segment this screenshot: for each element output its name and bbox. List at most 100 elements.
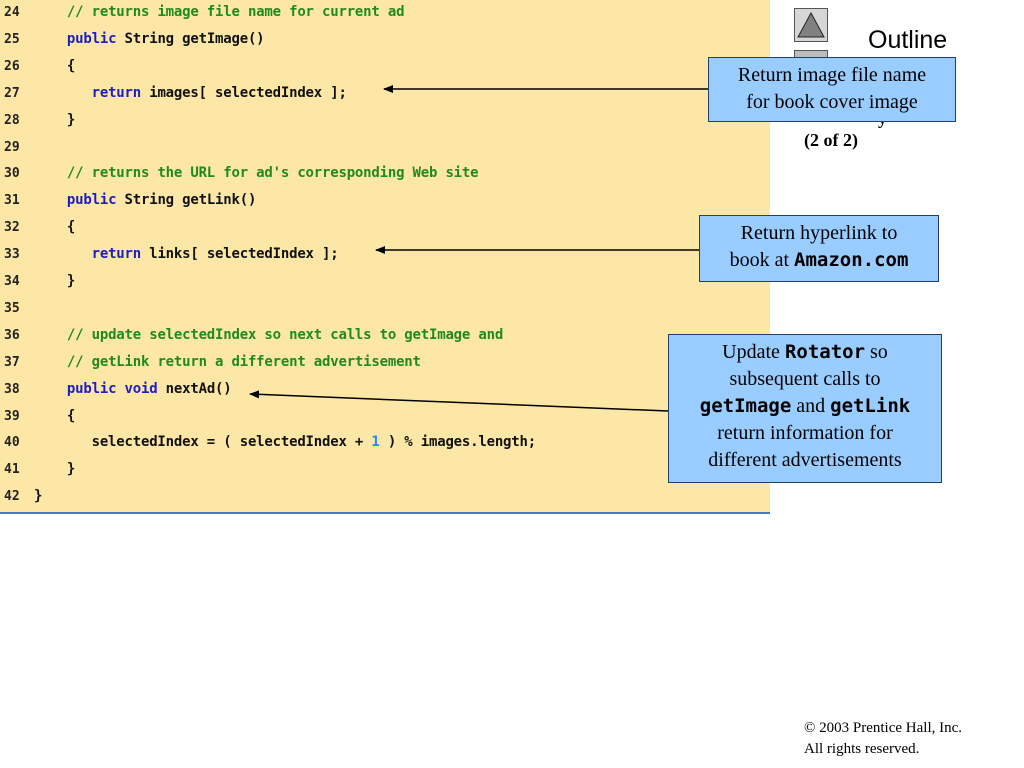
- code-line: 34 }: [0, 269, 770, 296]
- code-token: }: [34, 111, 76, 128]
- code-token: links[ selectedIndex ];: [140, 246, 339, 263]
- code-keyword: return: [91, 84, 142, 101]
- code-text: // getLink return a different advertisem…: [34, 354, 421, 370]
- code-token: }: [34, 461, 76, 478]
- code-token: [34, 381, 67, 397]
- code-line: 40 selectedIndex = ( selectedIndex + 1 )…: [0, 430, 770, 457]
- code-text: public void nextAd(): [34, 381, 232, 397]
- code-text: // returns the URL for ad's correspondin…: [34, 165, 479, 182]
- callout-line: return information for: [717, 422, 893, 444]
- code-line: 30 // returns the URL for ad's correspon…: [0, 161, 770, 188]
- code-token: [34, 85, 92, 101]
- callout-code: getImage: [699, 395, 792, 417]
- code-text: // update selectedIndex so next calls to…: [34, 327, 503, 343]
- code-text: return links[ selectedIndex ];: [34, 246, 339, 263]
- triangle-up-icon: [797, 11, 825, 38]
- outline-title[interactable]: Outline: [868, 26, 948, 54]
- code-token: nextAd(): [157, 380, 232, 397]
- code-text: public String getImage(): [34, 30, 265, 47]
- line-number: 30: [4, 166, 20, 182]
- callout-text: and: [791, 395, 831, 417]
- copyright-line: © 2003 Prentice Hall, Inc.: [804, 720, 963, 736]
- callout-line: for book cover image: [746, 91, 918, 113]
- code-token: }: [34, 488, 43, 505]
- line-number: 41: [4, 462, 20, 478]
- code-comment: // update selectedIndex so next calls to…: [66, 326, 504, 343]
- code-line: 28 }: [0, 108, 770, 135]
- line-number: 33: [4, 247, 20, 263]
- code-line: 27 return images[ selectedIndex ];: [0, 81, 770, 108]
- code-comment: // returns image file name for current a…: [66, 4, 405, 20]
- line-number: 42: [4, 489, 20, 505]
- code-keyword: public: [66, 192, 117, 209]
- line-number: 31: [4, 193, 20, 209]
- code-keyword: void: [124, 380, 158, 397]
- code-token: [34, 354, 67, 370]
- code-token: String getLink(): [116, 192, 257, 209]
- line-number: 32: [4, 220, 20, 236]
- slide-page-indicator: (2 of 2): [804, 130, 858, 150]
- code-line: 39 {: [0, 404, 770, 431]
- callout-line: Return image file name: [737, 64, 927, 86]
- copyright-notice: © 2003 Prentice Hall, Inc. All rights re…: [804, 718, 962, 760]
- code-text: {: [34, 219, 75, 235]
- code-token: {: [34, 219, 76, 236]
- code-line: 37 // getLink return a different adverti…: [0, 350, 770, 377]
- line-number: 39: [4, 408, 20, 424]
- code-line: 36 // update selectedIndex so next calls…: [0, 323, 770, 350]
- code-line: 38 public void nextAd(): [0, 377, 770, 404]
- callout-text: book at: [729, 249, 795, 271]
- code-keyword: public: [66, 30, 117, 47]
- code-line: 31 public String getLink(): [0, 188, 770, 215]
- code-token: }: [34, 273, 76, 289]
- code-token: [34, 246, 92, 262]
- line-number: 35: [4, 300, 20, 316]
- code-comment: // returns the URL for ad's correspondin…: [66, 165, 479, 182]
- line-number: 26: [4, 58, 20, 74]
- code-number: 1: [371, 434, 380, 451]
- code-line: 25 public String getImage(): [0, 27, 770, 54]
- callout-line: Return hyperlink to: [740, 222, 898, 244]
- code-text: }: [34, 273, 75, 289]
- code-text: {: [34, 58, 75, 74]
- code-text: }: [34, 461, 75, 477]
- code-token: String getImage(): [116, 30, 265, 47]
- code-token: {: [34, 57, 76, 74]
- code-line: 26 {: [0, 54, 770, 81]
- code-token: [34, 165, 67, 181]
- code-text: selectedIndex = ( selectedIndex + 1 ) % …: [34, 434, 537, 451]
- code-line: 24 // returns image file name for curren…: [0, 0, 770, 27]
- previous-slide-button[interactable]: [794, 8, 828, 42]
- line-number: 27: [4, 85, 20, 101]
- code-line: 42}: [0, 484, 770, 511]
- callout-get-image: Return image file name for book cover im…: [708, 57, 956, 122]
- callout-line: getImage and getLink: [669, 393, 941, 420]
- callout-get-link: Return hyperlink to book at Amazon.com: [699, 215, 939, 282]
- code-line: 35: [0, 296, 770, 323]
- code-text: }: [34, 112, 75, 128]
- code-token: {: [34, 407, 76, 424]
- line-number: 24: [4, 5, 20, 20]
- callout-code: getLink: [830, 395, 911, 417]
- callout-code: Amazon.com: [794, 249, 909, 271]
- code-text: return images[ selectedIndex ];: [34, 85, 347, 101]
- code-keyword: public: [66, 380, 117, 397]
- code-text: public String getLink(): [34, 192, 256, 208]
- line-number: 28: [4, 112, 20, 128]
- callout-next-ad: Update Rotator so subsequent calls to ge…: [668, 334, 942, 483]
- line-number: 34: [4, 274, 20, 289]
- code-token: selectedIndex = ( selectedIndex +: [34, 434, 372, 451]
- line-number: 38: [4, 381, 20, 397]
- code-line: 32 {: [0, 215, 770, 242]
- callout-line: different advertisements: [708, 449, 902, 471]
- code-token: images[ selectedIndex ];: [140, 84, 347, 101]
- code-token: [34, 192, 67, 208]
- rights-line: All rights reserved.: [804, 741, 920, 757]
- line-number: 40: [4, 435, 20, 451]
- callout-text: Update: [722, 341, 785, 363]
- callout-text: so: [865, 341, 888, 363]
- code-listing: 24 // returns image file name for curren…: [0, 0, 770, 514]
- code-token: [116, 381, 124, 397]
- code-keyword: return: [91, 246, 142, 263]
- code-token: [34, 327, 67, 343]
